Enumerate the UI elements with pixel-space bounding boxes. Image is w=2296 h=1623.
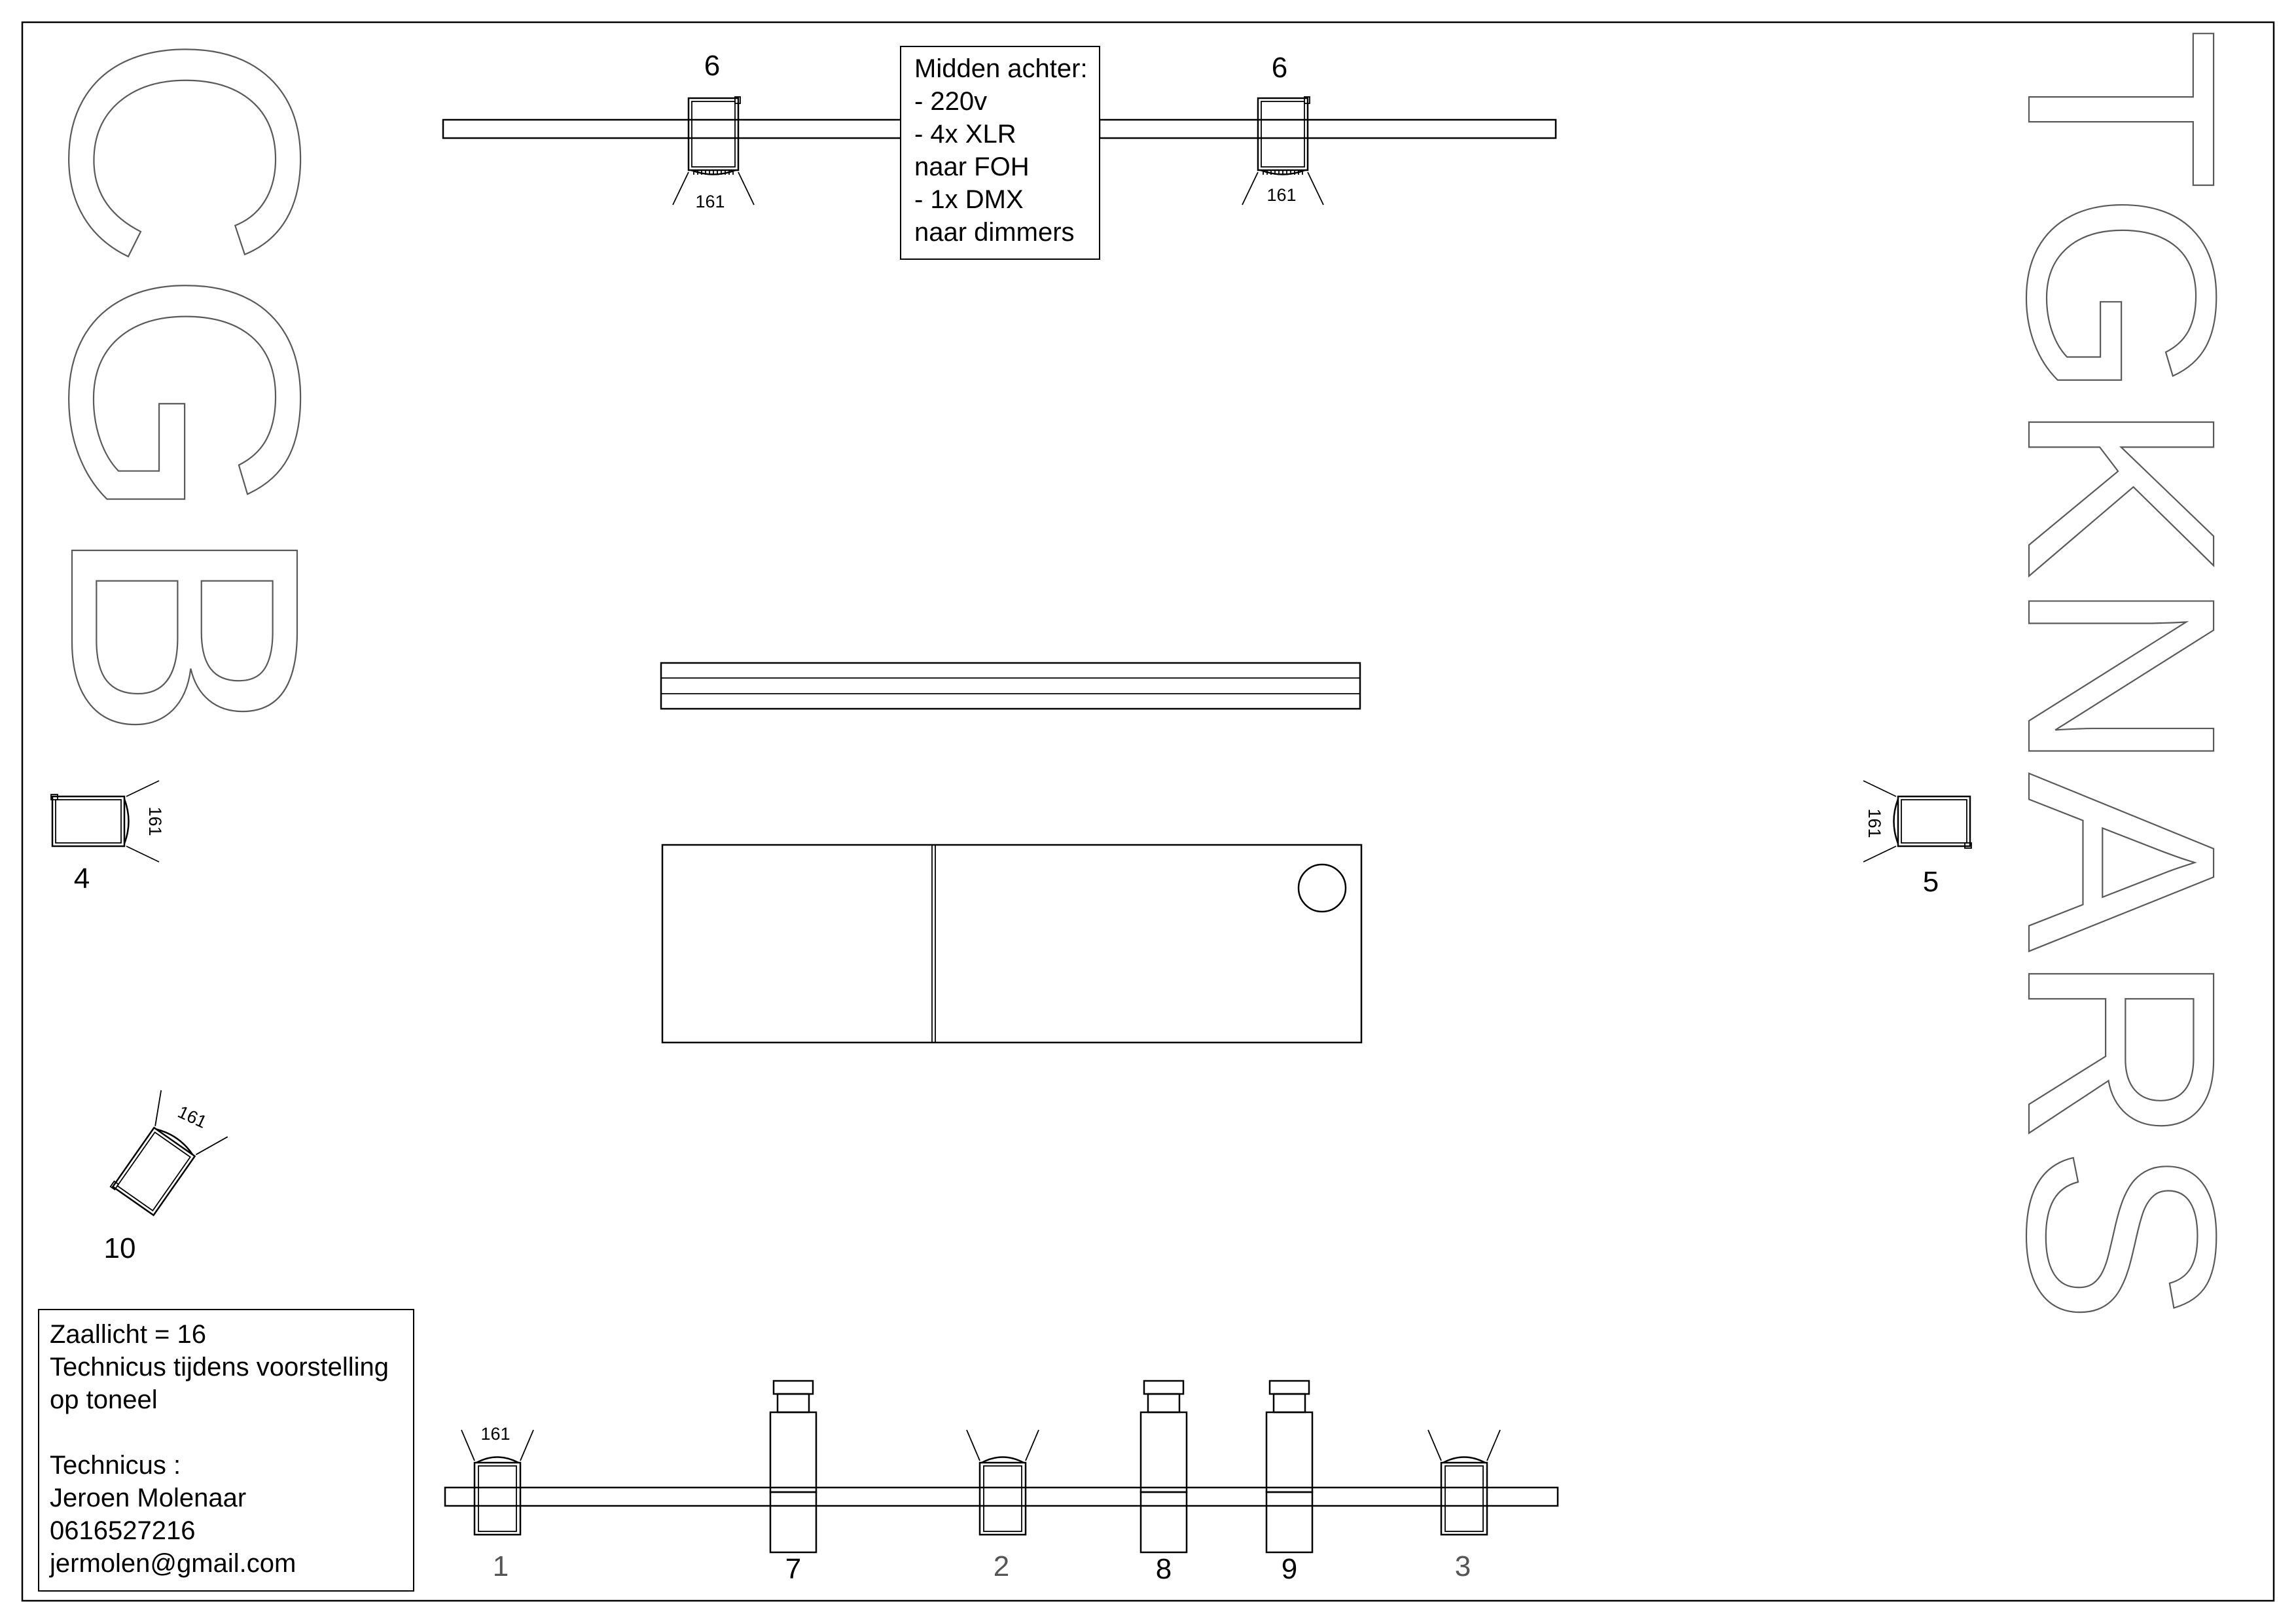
stage-table: [661, 844, 1363, 1044]
fixture-front-8: [1139, 1380, 1188, 1554]
watermark-left: CGB: [3, 33, 368, 742]
page-border: [21, 21, 2275, 1602]
table-circle: [1297, 863, 1347, 913]
channel-label: 4: [74, 863, 90, 895]
gel-label: 161: [695, 192, 725, 211]
gel-label: 161: [480, 1424, 510, 1444]
fixtures-layer: 161 6 161 6 161 4 161 5 161 10 161 1 7 2 8 9 3: [50, 50, 1972, 1585]
fixture-front-2: [966, 1429, 1039, 1536]
channel-label: 1: [493, 1550, 509, 1582]
channel-label: 10: [104, 1232, 136, 1264]
channel-label: 8: [1156, 1553, 1172, 1585]
fixture-front-1: [461, 1429, 534, 1536]
gel-label: 161: [175, 1102, 210, 1132]
rear-truss-right: [1098, 118, 1557, 139]
watermark-right: TGKNARS: [1972, 27, 2272, 1325]
front-truss: [444, 1486, 1559, 1507]
channel-label: 3: [1455, 1550, 1471, 1582]
rear-truss: [442, 118, 903, 139]
gel-label: 161: [1865, 808, 1884, 838]
channel-label: 9: [1282, 1553, 1297, 1585]
note-midden-achter: Midden achter: - 220v - 4x XLR naar FOH …: [900, 46, 1100, 260]
note-technician-info: Zaallicht = 16 Technicus tijdens voorste…: [38, 1309, 414, 1592]
fixture-side-left: [50, 780, 160, 863]
fixture-back-left: [672, 96, 755, 205]
gel-label: 161: [1266, 185, 1296, 205]
platform-bar: [660, 662, 1361, 710]
fixture-side-right: [1863, 780, 1972, 863]
channel-label: 7: [785, 1553, 801, 1585]
channel-label: 5: [1923, 866, 1939, 898]
fixture-back-right: [1242, 96, 1324, 205]
fixture-front-3: [1427, 1429, 1501, 1536]
channel-label: 2: [994, 1550, 1009, 1582]
fixture-front-7: [769, 1380, 817, 1554]
gel-label: 161: [145, 806, 165, 836]
fixture-diag-left: [109, 1090, 228, 1217]
fixture-front-9: [1265, 1380, 1314, 1554]
channel-label: 6: [704, 50, 720, 82]
channel-label: 6: [1272, 52, 1287, 84]
